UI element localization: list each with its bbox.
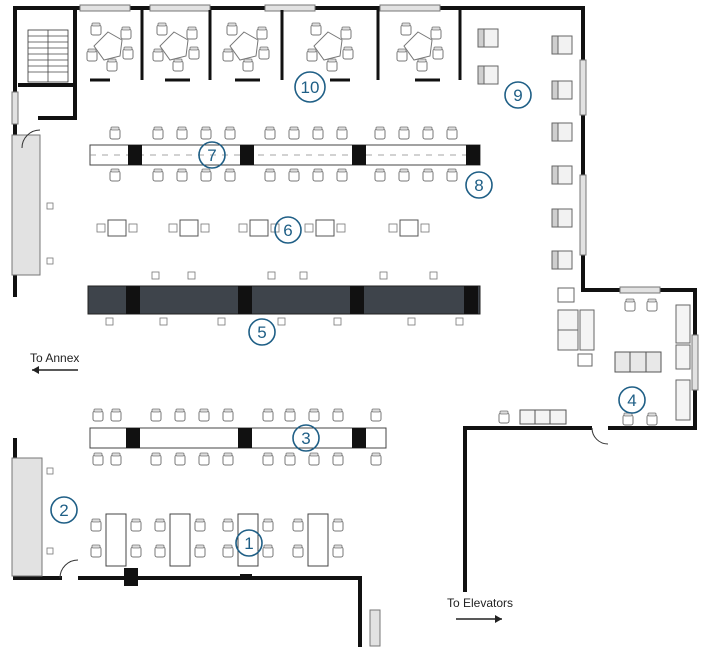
- zone-marker-7[interactable]: 7: [198, 141, 226, 169]
- zone-marker-3[interactable]: 3: [292, 424, 320, 452]
- zone-marker-label: 8: [474, 176, 483, 195]
- zone-marker-label: 3: [301, 429, 310, 448]
- zone-marker-label: 4: [627, 391, 636, 410]
- zone-marker-label: 1: [244, 534, 253, 553]
- zone-3-long-table: [89, 408, 387, 466]
- to-annex-label: To Annex: [30, 351, 79, 365]
- zone-marker-label: 5: [257, 323, 266, 342]
- to-annex-sign: To Annex: [30, 351, 79, 374]
- zone-7-long-table: [89, 126, 481, 182]
- zone-markers: 1 2 3 4 5 6 7 8: [50, 71, 646, 557]
- windows: [11, 4, 699, 647]
- arrow-left-icon: [32, 366, 39, 374]
- zone-marker-2[interactable]: 2: [50, 496, 78, 524]
- zone-5-counter: [87, 271, 481, 326]
- zone-marker-4[interactable]: 4: [618, 386, 646, 414]
- zone-marker-label: 6: [283, 221, 292, 240]
- zone-marker-9[interactable]: 9: [504, 81, 532, 109]
- arrow-right-icon: [495, 615, 502, 623]
- meeting-rooms: [86, 10, 462, 82]
- to-elevators-sign: To Elevators: [447, 596, 513, 623]
- zone-marker-5[interactable]: 5: [248, 318, 276, 346]
- zone-marker-label: 10: [301, 78, 320, 97]
- zone-1-group-tables: [90, 513, 344, 586]
- zone-marker-label: 9: [513, 86, 522, 105]
- to-elevators-label: To Elevators: [447, 596, 513, 610]
- zone-marker-6[interactable]: 6: [274, 216, 302, 244]
- stairs: [27, 29, 69, 83]
- zone-marker-8[interactable]: 8: [465, 171, 493, 199]
- wall-outlets: [46, 202, 54, 555]
- zone-6-small-tables: [96, 219, 430, 237]
- bench-near-elevators: [498, 409, 567, 425]
- zone-9-lounge-seating: [477, 28, 573, 270]
- zone-marker-label: 2: [59, 501, 68, 520]
- zone-4-lounge: [557, 287, 691, 426]
- doors: [21, 129, 609, 579]
- zone-marker-1[interactable]: 1: [235, 529, 263, 557]
- zone-marker-10[interactable]: 10: [294, 71, 326, 103]
- zone-marker-label: 7: [207, 146, 216, 165]
